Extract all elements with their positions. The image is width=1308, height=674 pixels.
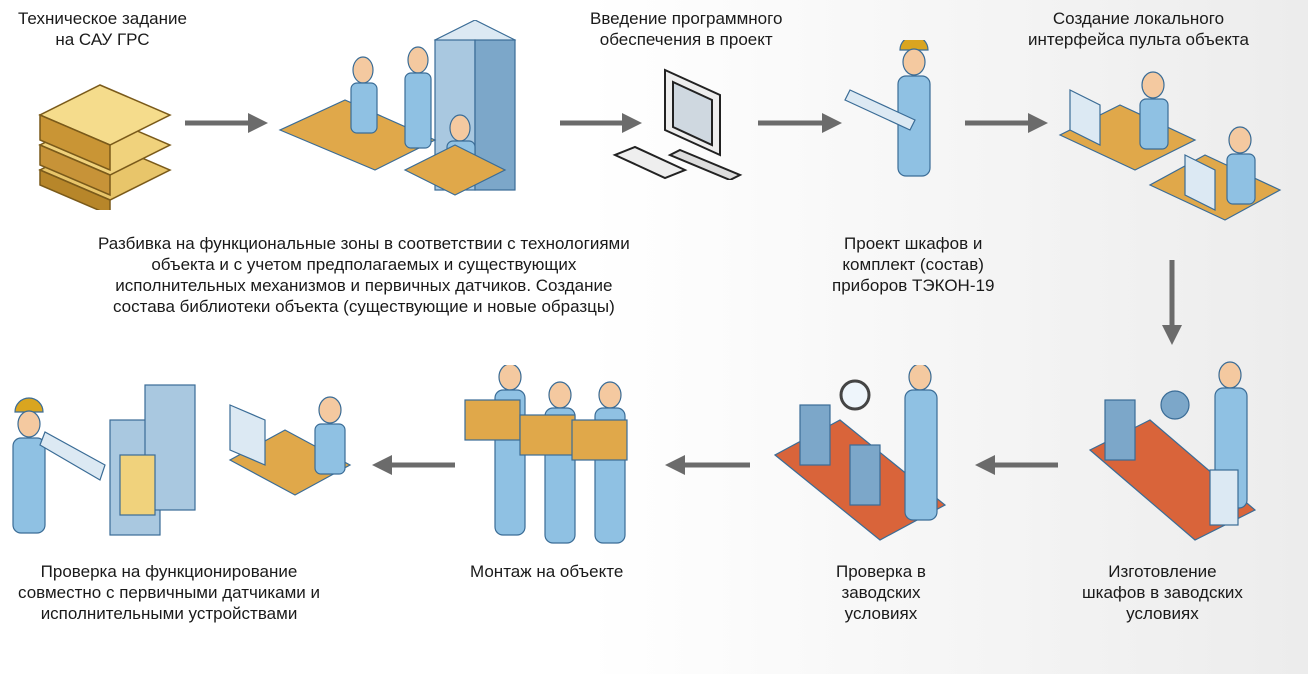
engineer-with-blueprint-icon: [844, 40, 931, 177]
step-installation-label: Монтаж на объекте: [470, 562, 624, 581]
step-factory-test-label: Проверка в заводских условиях: [836, 562, 926, 623]
cabinet-manufacturing-icon: [1088, 361, 1257, 541]
documents-stack-icon: [38, 84, 172, 210]
operators-at-workstations-icon: [1058, 71, 1282, 221]
computer-icon: [612, 68, 743, 180]
engineers-with-servers-icon: [278, 20, 517, 196]
factory-inspection-icon: [773, 365, 947, 541]
step-cabinet-project-label: Проект шкафов и комплект (состав) прибор…: [832, 234, 995, 295]
functional-testing-icon: [12, 384, 352, 536]
step-functional-test-label: Проверка на функционирование совместно с…: [18, 562, 321, 623]
step-tech-spec-label: Техническое задание на САУ ГРС: [18, 9, 187, 49]
step-local-interface-label: Создание локального интерфейса пульта об…: [1028, 9, 1249, 49]
step-zoning-label: Разбивка на функциональные зоны в соотве…: [98, 234, 630, 316]
installation-team-icon: [464, 365, 628, 544]
step-software-label: Введение программного обеспечения в прое…: [590, 9, 783, 49]
step-manufacturing-label: Изготовление шкафов в заводских условиях: [1082, 562, 1243, 623]
